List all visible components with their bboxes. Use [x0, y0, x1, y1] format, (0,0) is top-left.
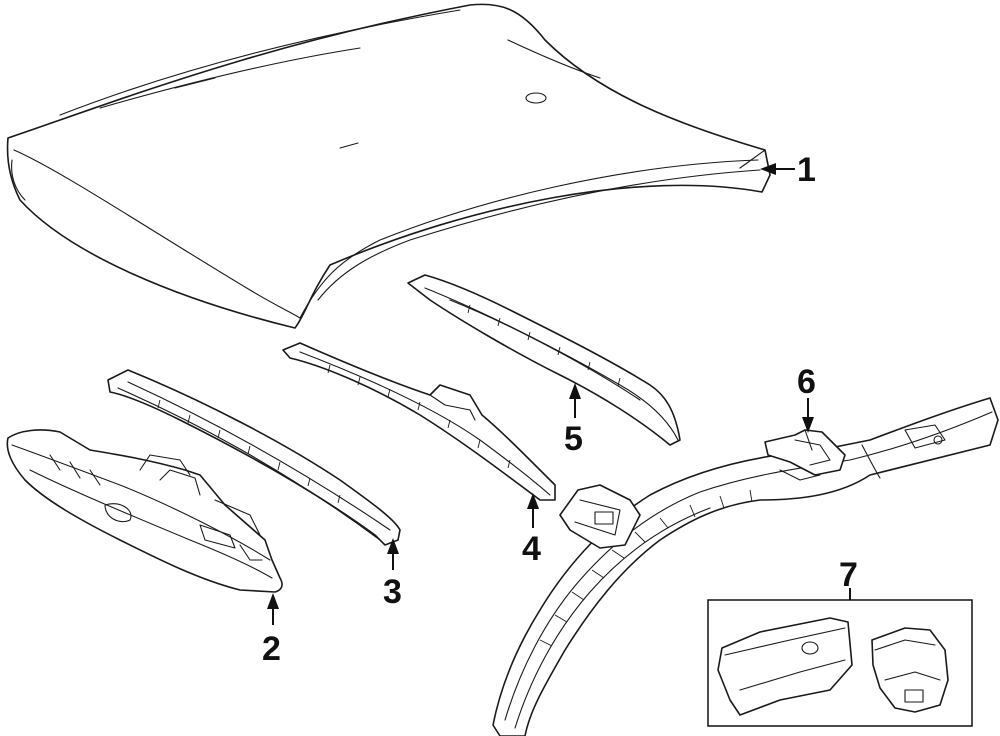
callout-label-3: 3 [383, 573, 402, 611]
roof-bow-center [282, 342, 556, 501]
callout-label-1: 1 [797, 151, 816, 189]
callout-label-6: 6 [797, 363, 816, 401]
callout-3: 3 [383, 538, 402, 611]
callout-label-5: 5 [564, 420, 583, 458]
callout-4: 4 [522, 493, 541, 568]
inset-box [707, 599, 973, 727]
side-rail-assembly [492, 397, 999, 736]
callout-7: 7 [839, 556, 858, 600]
callout-6: 6 [797, 363, 816, 433]
reinforcement-piece-b [871, 627, 949, 713]
callout-label-7: 7 [839, 556, 858, 594]
callout-5: 5 [564, 383, 583, 458]
callout-label-2: 2 [262, 630, 281, 668]
reinforcement-piece-a [717, 617, 853, 716]
front-header-panel [6, 429, 283, 593]
callout-1: 1 [760, 151, 816, 189]
callout-2: 2 [262, 593, 281, 668]
roof-bow-rear [407, 274, 681, 446]
roof-bow-front [107, 369, 401, 546]
roof-panel [6, 3, 771, 329]
rail-bracket [764, 429, 846, 476]
callout-label-4: 4 [522, 530, 541, 568]
